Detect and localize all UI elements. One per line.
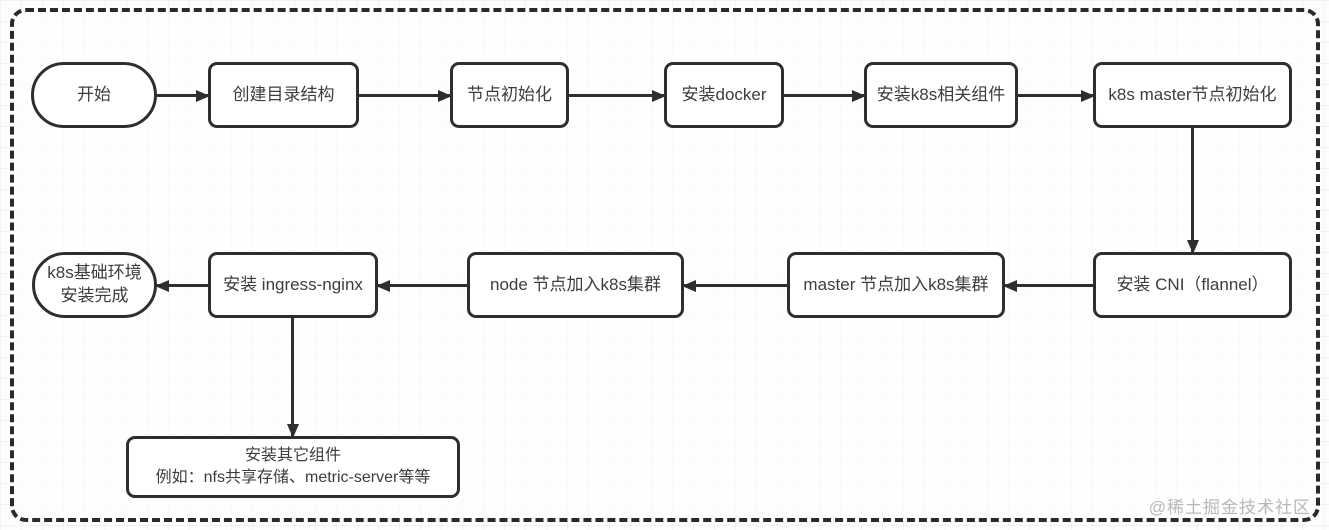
- watermark-text: @稀土掘金技术社区: [1148, 498, 1311, 517]
- node-master-join: master 节点加入k8s集群: [787, 252, 1005, 318]
- node-install-cni-label: 安装 CNI（flannel）: [1116, 274, 1269, 294]
- node-node-init: 节点初始化: [450, 62, 569, 128]
- arrow-k8s-components-to-master-init: [1018, 94, 1093, 97]
- node-install-cni: 安装 CNI（flannel）: [1093, 252, 1292, 318]
- node-create-dir-label: 创建目录结构: [232, 84, 335, 104]
- arrow-master-join-to-node-join: [684, 284, 787, 287]
- node-start-label: 开始: [77, 84, 111, 104]
- arrow-node-init-to-install-docker: [569, 94, 664, 97]
- node-install-others-line2: 例如：nfs共享存储、metric-server等等: [155, 469, 431, 486]
- node-finish-line1: k8s基础环境: [47, 263, 142, 283]
- node-master-init: k8s master节点初始化: [1093, 62, 1292, 128]
- node-node-init-label: 节点初始化: [467, 84, 552, 104]
- arrow-create-dir-to-node-init: [359, 94, 450, 97]
- arrow-install-cni-to-master-join: [1005, 284, 1093, 287]
- node-finish: k8s基础环境 安装完成: [32, 252, 157, 318]
- node-install-others: 安装其它组件 例如：nfs共享存储、metric-server等等: [126, 436, 460, 498]
- node-create-dir: 创建目录结构: [208, 62, 359, 128]
- node-master-join-label: master 节点加入k8s集群: [803, 274, 989, 294]
- arrow-start-to-create-dir: [157, 94, 208, 97]
- arrow-install-ingress-to-install-others: [291, 318, 294, 436]
- node-install-docker: 安装docker: [664, 62, 784, 128]
- arrow-master-init-to-install-cni: [1191, 128, 1194, 252]
- node-finish-line2: 安装完成: [60, 286, 129, 305]
- node-install-k8s-components-label: 安装k8s相关组件: [876, 84, 1006, 104]
- arrow-install-ingress-to-finish: [157, 284, 208, 287]
- node-install-ingress-label: 安装 ingress-nginx: [223, 274, 363, 294]
- node-install-ingress: 安装 ingress-nginx: [208, 252, 378, 318]
- arrow-install-docker-to-k8s-components: [784, 94, 864, 97]
- node-install-others-line1: 安装其它组件: [244, 447, 341, 465]
- arrow-node-join-to-install-ingress: [378, 284, 467, 287]
- node-master-init-label: k8s master节点初始化: [1108, 84, 1277, 104]
- node-finish-label: k8s基础环境 安装完成: [47, 262, 141, 308]
- node-install-k8s-components: 安装k8s相关组件: [864, 62, 1018, 128]
- node-node-join: node 节点加入k8s集群: [467, 252, 684, 318]
- node-node-join-label: node 节点加入k8s集群: [490, 274, 661, 294]
- node-install-docker-label: 安装docker: [681, 84, 767, 104]
- node-start: 开始: [31, 62, 157, 128]
- node-install-others-label: 安装其它组件 例如：nfs共享存储、metric-server等等: [156, 445, 431, 488]
